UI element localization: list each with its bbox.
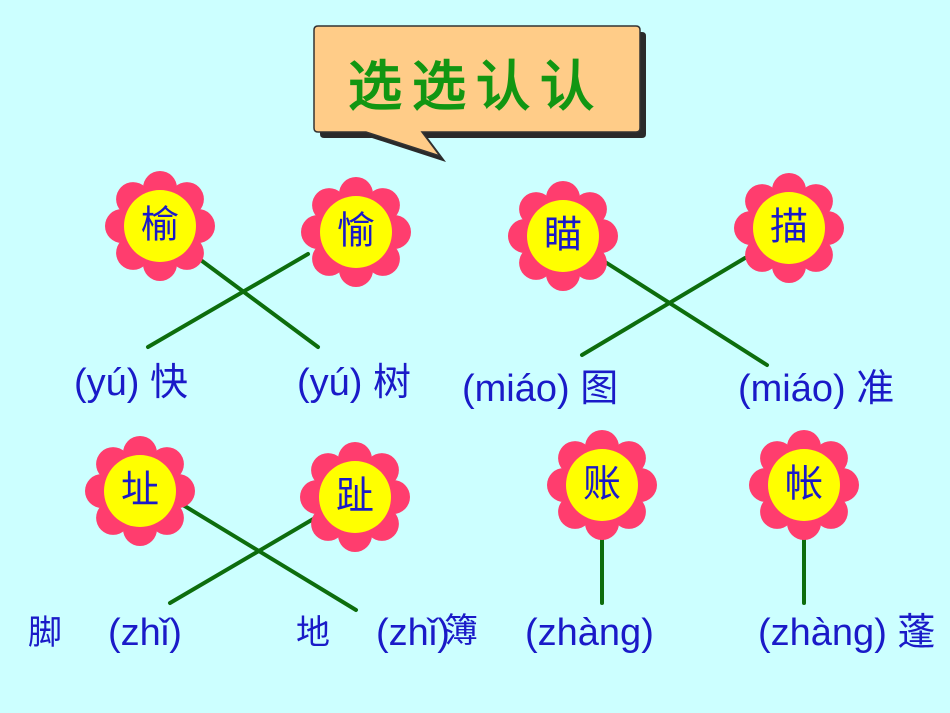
bubble-body xyxy=(313,25,641,158)
flower: 址 xyxy=(85,436,195,546)
connector-line xyxy=(196,256,320,349)
flower-character[interactable]: 榆 xyxy=(141,203,179,247)
label-zhi-2: (zhǐ) xyxy=(376,612,450,654)
flower-character[interactable]: 址 xyxy=(121,468,159,512)
label-jiao: 脚 xyxy=(28,613,62,653)
flower-center xyxy=(319,461,391,533)
label-yu-kuai: (yú) 快 xyxy=(74,362,189,404)
label-bu: 簿 xyxy=(444,611,478,651)
connector-line xyxy=(181,503,358,612)
connector-line xyxy=(600,258,769,367)
connector-line xyxy=(168,516,317,605)
flower: 账 xyxy=(547,430,657,540)
flower-center xyxy=(753,192,825,264)
flower-center xyxy=(104,455,176,527)
connector-line xyxy=(146,252,310,349)
page-title: 选选认认 xyxy=(348,54,604,118)
flower: 愉 xyxy=(301,177,411,287)
label-miao-zhun: (miáo) 准 xyxy=(738,368,895,410)
flower-character[interactable]: 账 xyxy=(583,462,621,506)
connector-lines xyxy=(146,252,806,612)
label-di: 地 xyxy=(296,613,330,653)
flower-center xyxy=(566,449,638,521)
title-speech-bubble xyxy=(313,25,646,162)
flower-center xyxy=(124,190,196,262)
flower-character[interactable]: 愉 xyxy=(337,209,375,253)
label-yu-shu: (yú) 树 xyxy=(297,362,412,404)
flower: 瞄 xyxy=(508,181,618,291)
label-zhang-1: (zhàng) xyxy=(525,612,654,654)
flower-character[interactable]: 帐 xyxy=(785,462,823,506)
flower-center xyxy=(768,449,840,521)
flower: 趾 xyxy=(300,442,410,552)
flower: 描 xyxy=(734,173,844,283)
flower: 榆 xyxy=(105,171,215,281)
label-miao-tu: (miáo) 图 xyxy=(462,368,619,410)
flower-center xyxy=(527,200,599,272)
flowers: 榆 愉 瞄 描址 趾 账 帐 xyxy=(85,171,859,552)
label-zhi-1: (zhǐ) xyxy=(108,612,182,654)
flower-character[interactable]: 描 xyxy=(770,205,808,249)
label-zhang-peng: (zhàng) 蓬 xyxy=(758,612,936,654)
flower-center xyxy=(320,196,392,268)
flower-character[interactable]: 瞄 xyxy=(544,213,582,257)
flower: 帐 xyxy=(749,430,859,540)
connector-line xyxy=(580,256,747,357)
flower-character[interactable]: 趾 xyxy=(336,474,374,518)
